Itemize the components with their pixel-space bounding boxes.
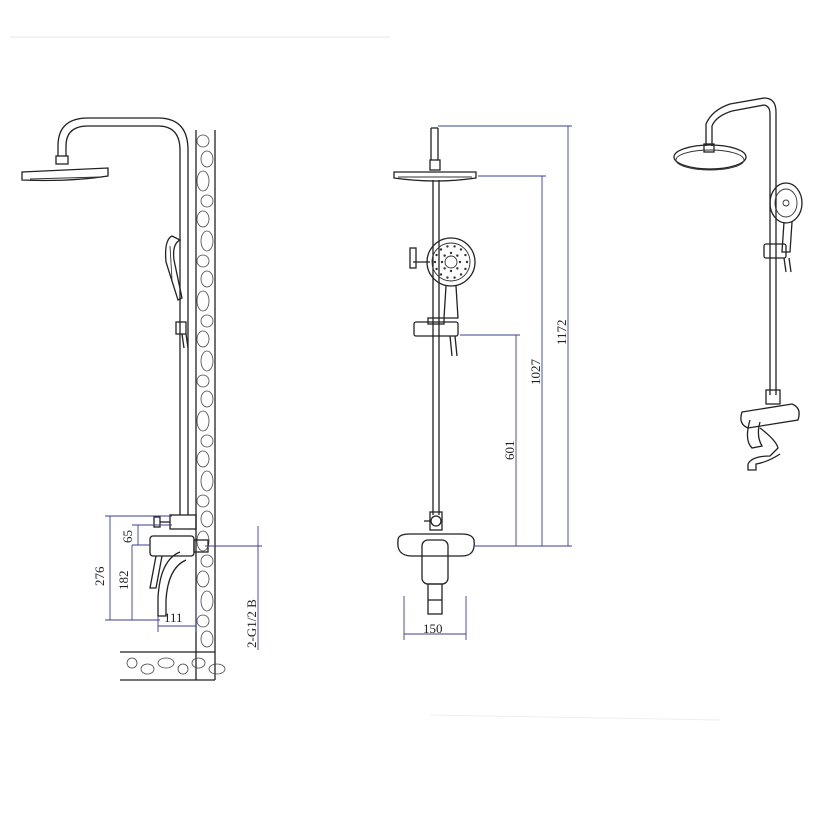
nozzle-dot (456, 254, 459, 257)
nozzle-dot (464, 267, 467, 271)
floor-stone (208, 663, 226, 675)
hand-shower-front (409, 237, 476, 319)
wall-stone (200, 194, 214, 208)
dim-front-handshower-height: 1027 (528, 359, 543, 386)
dim-side-spout-reach: 111 (164, 610, 183, 625)
wall (195, 130, 216, 680)
wall-stone (196, 570, 210, 588)
rain-shower-head-front (393, 159, 477, 182)
bottom-border-line (429, 714, 721, 721)
nozzle-dot (446, 276, 449, 279)
wall-stone (196, 170, 210, 192)
nozzle-dot (453, 245, 456, 248)
floor-stone (140, 663, 155, 675)
wall-stone (200, 314, 214, 328)
nozzle-dot (456, 267, 459, 270)
perspective-view (673, 97, 803, 471)
nozzle-dot (443, 267, 446, 270)
front-riser (430, 127, 440, 515)
front-view: 601 1027 1172 150 (393, 125, 572, 640)
dim-side-diverter-offset: 65 (120, 530, 135, 543)
dim-front-mixer-width: 150 (423, 621, 443, 636)
side-dimensions (105, 515, 262, 650)
wall-stone (196, 530, 210, 552)
dim-front-bar-height: 601 (502, 441, 517, 461)
nozzle-dot (446, 245, 449, 248)
wall-stone (200, 230, 214, 252)
floor-stone (177, 663, 189, 675)
wall-stone (200, 150, 214, 168)
nozzle-dot (464, 253, 467, 257)
wall-stone (200, 270, 214, 288)
nozzle-dot (459, 248, 463, 251)
dim-side-mixer-height: 182 (116, 571, 131, 591)
hand-shower-side (164, 235, 189, 349)
wall-stone (196, 330, 210, 348)
hand-shower-nozzles (433, 245, 469, 279)
floor-stone (157, 657, 175, 669)
mixer-side (149, 535, 209, 617)
wall-stone (200, 630, 214, 648)
mixer-perspective (740, 389, 800, 471)
nozzle-dot (435, 253, 438, 257)
floor-stone (126, 657, 138, 669)
dim-side-thread: 2-G1/2 B (244, 599, 259, 648)
wall-stone (200, 350, 214, 372)
nozzle-dot (453, 276, 456, 279)
nozzle-dot (435, 267, 438, 271)
wall-stone-texture (196, 134, 214, 648)
rain-shower-head-perspective (673, 143, 747, 171)
side-view: 276 182 65 111 2-G1/2 B (21, 117, 262, 681)
floor (120, 651, 226, 681)
wall-stone (200, 434, 214, 448)
dim-side-total-height: 276 (92, 566, 107, 586)
nozzle-dot (439, 248, 443, 251)
wall-stone (196, 410, 210, 432)
wall-stone (196, 290, 210, 312)
wall-stone (200, 510, 214, 528)
hand-shower-perspective (763, 182, 803, 273)
wall-stone (196, 254, 210, 268)
diverter-front (424, 511, 443, 531)
nozzle-dot (440, 260, 444, 264)
front-dimensions (403, 125, 572, 640)
wall-stone (196, 614, 210, 628)
wall-stone (196, 374, 210, 388)
nozzle-dot (449, 251, 453, 255)
wall-stone (196, 134, 210, 148)
nozzle-dot (449, 269, 453, 273)
floor-stone-texture (126, 657, 226, 675)
mixer-front (397, 533, 475, 615)
dim-front-overall-height: 1172 (554, 319, 569, 345)
slide-holder-front (413, 317, 459, 357)
wall-stone (200, 554, 214, 568)
wall-stone (196, 494, 210, 508)
wall-stone (196, 450, 210, 468)
nozzle-dot (433, 260, 437, 264)
wall-stone (200, 590, 214, 612)
nozzle-dot (443, 254, 446, 257)
nozzle-dot (458, 260, 462, 264)
wall-stone (196, 210, 210, 228)
nozzle-dot (465, 260, 469, 264)
nozzle-dot (439, 273, 443, 276)
riser-pipe (57, 117, 189, 515)
nozzle-dot (459, 273, 463, 276)
wall-stone (200, 470, 214, 492)
rain-shower-head-side (21, 155, 109, 182)
floor-stone (191, 657, 206, 669)
wall-stone (200, 390, 214, 408)
diverter-side (153, 514, 197, 530)
